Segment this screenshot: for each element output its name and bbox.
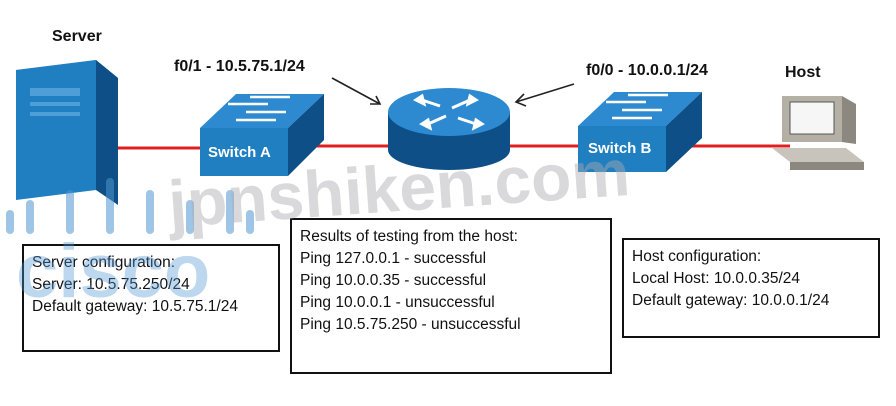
host-configuration-box: Host configuration: Local Host: 10.0.0.3… <box>622 238 880 338</box>
results-box: Results of testing from the host: Ping 1… <box>290 218 612 374</box>
server-config-title: Server configuration: <box>32 254 176 271</box>
host-config-line: Default gateway: 10.0.0.1/24 <box>632 292 830 309</box>
host-config-title: Host configuration: <box>632 248 762 265</box>
host-config-line: Local Host: 10.0.0.35/24 <box>632 270 801 287</box>
label-pointer-arrows <box>331 77 575 107</box>
switch-a-label: Switch A <box>208 144 271 161</box>
results-line: Ping 10.5.75.250 - unsuccessful <box>300 316 521 333</box>
host-label: Host <box>785 64 821 81</box>
server-icon <box>16 60 118 205</box>
results-title: Results of testing from the host: <box>300 228 518 245</box>
switch-b-icon <box>578 92 702 172</box>
f00-interface-label: f0/0 - 10.0.0.1/24 <box>586 62 708 79</box>
server-configuration-box: Server configuration: Server: 10.5.75.25… <box>22 244 280 352</box>
switch-a-icon <box>200 94 324 176</box>
host-computer-icon <box>772 96 864 170</box>
server-label: Server <box>52 28 102 45</box>
server-config-line: Default gateway: 10.5.75.1/24 <box>32 298 238 315</box>
f01-interface-label: f0/1 - 10.5.75.1/24 <box>174 58 305 75</box>
router-icon <box>388 88 510 170</box>
results-line: Ping 127.0.0.1 - successful <box>300 250 487 267</box>
server-config-line: Server: 10.5.75.250/24 <box>32 276 190 293</box>
results-line: Ping 10.0.0.35 - successful <box>300 272 487 289</box>
switch-b-label: Switch B <box>588 140 652 157</box>
results-line: Ping 10.0.0.1 - unsuccessful <box>300 294 495 311</box>
